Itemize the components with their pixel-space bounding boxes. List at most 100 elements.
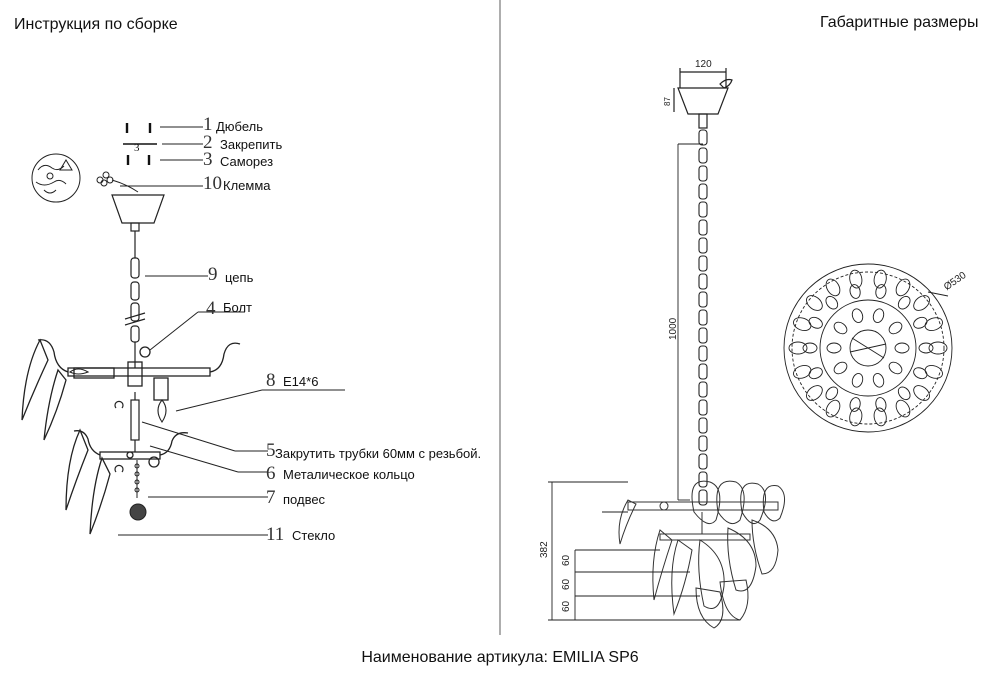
part-label-chain: цепь xyxy=(225,270,254,285)
leader-lines xyxy=(118,126,345,536)
chain-link xyxy=(698,471,708,488)
glass-petal xyxy=(888,321,903,335)
glass-petal xyxy=(875,284,887,299)
dim-tier-1: 60 xyxy=(561,554,572,566)
article-name: Наименование артикула: EMILIA SP6 xyxy=(361,649,639,666)
part-num-1: 1 xyxy=(203,114,213,135)
chain-link xyxy=(698,453,708,470)
right-canopy xyxy=(673,68,733,129)
glass-petal xyxy=(833,361,848,375)
chain-link xyxy=(698,489,708,506)
dim-tier-2: 60 xyxy=(561,578,572,590)
part-num-7: 7 xyxy=(266,487,276,508)
glass-petal xyxy=(802,342,818,354)
part-num-3: 3 xyxy=(203,149,213,170)
glass-petal xyxy=(825,278,841,297)
chain-link xyxy=(698,219,708,236)
chain-link xyxy=(698,165,708,182)
part-label-screw: Саморез xyxy=(220,154,274,169)
glass-petal xyxy=(895,399,911,418)
part-num-11: 11 xyxy=(266,524,285,545)
terminal-block xyxy=(96,171,139,193)
glass-petal xyxy=(851,373,864,388)
part-num-6: 6 xyxy=(266,463,276,484)
bulb-e14 xyxy=(68,368,167,423)
assembly-title: Инструкция по сборке xyxy=(14,16,178,33)
chain-link xyxy=(698,129,708,146)
chain-link xyxy=(698,183,708,200)
dim-tier-3: 60 xyxy=(561,600,572,612)
dowel-icons xyxy=(123,123,157,165)
glass-petal xyxy=(875,397,887,412)
glass-petal xyxy=(851,308,864,323)
part-label-terminal: Клемма xyxy=(223,178,271,193)
glass-petal xyxy=(872,308,885,323)
part-num-4: 4 xyxy=(206,298,216,319)
chain-link xyxy=(698,291,708,308)
chain-link xyxy=(698,363,708,380)
glass-petal xyxy=(793,317,812,331)
chain-link xyxy=(698,399,708,416)
glass-petal xyxy=(894,342,910,354)
dim-total-height: 382 xyxy=(539,541,550,558)
glass-petal xyxy=(808,367,823,380)
part-label-hanger: подвес xyxy=(283,492,326,507)
pendant-drop xyxy=(129,460,147,521)
glass-petal xyxy=(873,269,887,289)
glass-petal xyxy=(913,295,930,311)
right-chain xyxy=(698,129,708,506)
glass-petal xyxy=(826,342,842,354)
glass-petal xyxy=(895,278,911,297)
chain-dimension xyxy=(677,143,703,501)
chain-link xyxy=(698,237,708,254)
part-label-dowel: Дюбель xyxy=(216,119,264,134)
part-label-bolt: Болт xyxy=(223,300,253,315)
top-view xyxy=(783,263,953,433)
chain-link xyxy=(698,201,708,218)
glass-petal xyxy=(833,321,848,335)
glass-petal xyxy=(897,386,911,401)
part-num-5: 5 xyxy=(266,440,276,461)
glass-petal xyxy=(825,386,839,401)
chain-link xyxy=(698,417,708,434)
glass-petal xyxy=(897,295,911,310)
part-label-glass: Стекло xyxy=(292,528,336,543)
glass-petal xyxy=(806,295,823,311)
part-label-fix: Закрепить xyxy=(220,137,283,152)
chain-link xyxy=(698,435,708,452)
chain-link xyxy=(698,327,708,344)
glass-petal xyxy=(913,367,928,380)
chain-link xyxy=(698,273,708,290)
glass-petal xyxy=(928,341,948,355)
part-label-tubes: Закрутить трубки 60мм с резьбой. xyxy=(275,446,482,461)
warning-icon xyxy=(31,153,81,203)
glass-petal xyxy=(918,342,934,354)
dim-canopy-height: 87 xyxy=(663,97,672,106)
dim-canopy-width: 120 xyxy=(695,59,712,70)
glass-petal xyxy=(849,397,861,412)
glass-petal xyxy=(849,269,863,289)
glass-petal xyxy=(872,373,885,388)
dim-chain-length: 1000 xyxy=(668,317,679,340)
glass-petal xyxy=(793,365,812,379)
glass-petal xyxy=(913,316,928,329)
chain-link xyxy=(698,345,708,362)
dimensions-title: Габаритные размеры xyxy=(820,14,979,31)
glass-petal xyxy=(913,385,930,401)
chain-link xyxy=(698,381,708,398)
glass-petal xyxy=(849,284,861,299)
glass-petal xyxy=(924,317,943,331)
lower-frame xyxy=(65,428,189,535)
glass-petal xyxy=(825,295,839,310)
left-chain xyxy=(124,257,146,368)
glass-petal xyxy=(873,407,887,427)
part-num-8: 8 xyxy=(266,370,276,391)
glass-petal xyxy=(888,361,903,375)
right-fixture xyxy=(618,480,785,629)
part-label-bulb: E14*6 xyxy=(283,374,319,389)
chain-link xyxy=(698,255,708,272)
glass-petal xyxy=(788,341,808,355)
part-num-9: 9 xyxy=(208,264,218,285)
part-num-2: 2 xyxy=(203,132,213,153)
